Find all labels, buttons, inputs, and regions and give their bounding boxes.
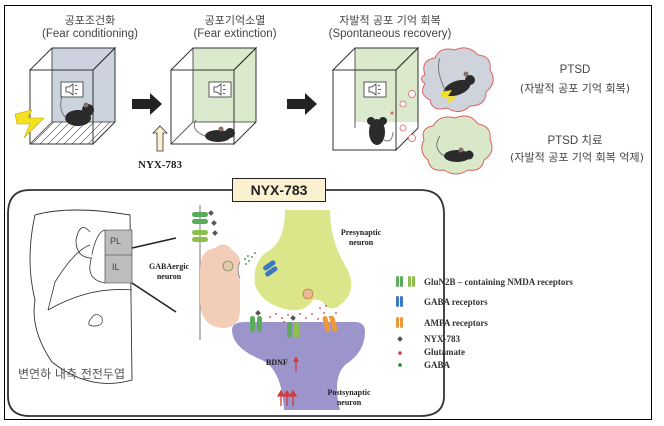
calm-mouse-icon: [436, 135, 474, 162]
brain-slice: [29, 209, 177, 384]
gaba-receptor: [263, 260, 278, 277]
legend-gaba-icon: [398, 363, 402, 367]
stage-1-title-kr: 공포조건화: [64, 14, 116, 27]
stage-2-title-en: (Fear extinction): [193, 28, 277, 40]
stage-2-title-kr: 공포기억소멸: [204, 14, 266, 27]
stage-3-title-kr: 자발적 공포 기억 회복: [339, 14, 441, 27]
mechanism-panel: [7, 189, 445, 417]
signaling-up-arrows-icon: [276, 389, 298, 406]
brain-region-pl: PL: [110, 236, 122, 246]
legend-label-glutamate: Glutamate: [424, 347, 465, 357]
outcome-treatment-title: PTSD 치료: [547, 135, 603, 147]
speaker-icon: [363, 81, 387, 98]
legend-label-nmda: GluN2B – containing NMDA receptors: [424, 277, 573, 287]
lightning-bolt-icon: [14, 109, 45, 139]
gaba-vesicle: [222, 260, 234, 272]
stage-1-title-en: (Fear conditioning): [42, 28, 138, 40]
nmda-receptor-post-2: [287, 315, 299, 338]
outcome-ptsd-title: PTSD: [559, 64, 591, 76]
postsynaptic-neuron: [232, 322, 365, 410]
mouse-icon: [193, 119, 235, 142]
mouse-icon: [60, 95, 94, 126]
legend-nyx-783-icon: [397, 336, 403, 342]
ptsd-thought-cloud: [421, 47, 494, 112]
bdnf-label: BDNF: [266, 358, 288, 367]
legend-label-gaba: GABA: [424, 360, 451, 370]
outcome-ptsd-subtitle: (자발적 공포 기억 회복): [519, 82, 631, 95]
recovery-chamber: [331, 46, 420, 152]
legend-nmda-icon: [396, 276, 415, 287]
ampa-receptor-post: [322, 316, 338, 332]
glutamate-particles: [269, 305, 337, 323]
drug-arrow-label: NYX-783: [138, 159, 182, 171]
speaker-icon: [60, 81, 84, 98]
conditioning-chamber: [14, 46, 117, 146]
nmda-receptor-gabaergic: [192, 210, 218, 242]
stage-3-title-en: (Spontaneous recovery): [328, 28, 452, 40]
legend-gaba-receptor-icon: [396, 296, 403, 307]
treatment-thought-cloud: [421, 115, 493, 175]
brain-region-il: IL: [112, 262, 120, 272]
legend-label-nyx-783: NYX-783: [424, 334, 460, 344]
process-arrow-2: [287, 93, 317, 115]
zoom-line-top: [131, 237, 177, 249]
process-arrow-1: [132, 93, 162, 115]
presynaptic-neuron: [254, 210, 352, 311]
electric-grid-floor: [31, 121, 111, 145]
outcome-treatment-subtitle: (자발적 공포 기억 회복 억제): [510, 151, 644, 164]
nmda-receptor-post-1: [250, 310, 262, 332]
shocked-mouse-icon: [438, 57, 475, 104]
gabaergic-neuron-label: GABAergic neuron: [149, 262, 189, 281]
glutamate-vesicle: [302, 288, 314, 300]
extinction-chamber: [169, 46, 258, 146]
legend-glutamate-icon: [398, 351, 402, 355]
postsynaptic-neuron-label: Postsynaptic neuron: [327, 388, 371, 407]
presynaptic-neuron-label: Presynaptic neuron: [340, 228, 382, 247]
gabaergic-neuron: [199, 205, 256, 340]
zoom-line-bottom: [131, 282, 177, 313]
legend-label-ampa-receptors: AMPA receptors: [424, 318, 488, 328]
drug-administration-arrow: [152, 125, 168, 152]
legend-label-gaba-receptors: GABA receptors: [424, 297, 488, 307]
legend-ampa-receptor-icon: [396, 317, 403, 328]
mechanism-title-box: NYX-783: [232, 178, 326, 202]
lightning-bolt-icon: [441, 90, 458, 104]
brain-caption: 변연하 내측 전전두엽: [18, 367, 125, 381]
speaker-icon: [208, 81, 232, 98]
mouse-standing-icon: [367, 117, 394, 145]
